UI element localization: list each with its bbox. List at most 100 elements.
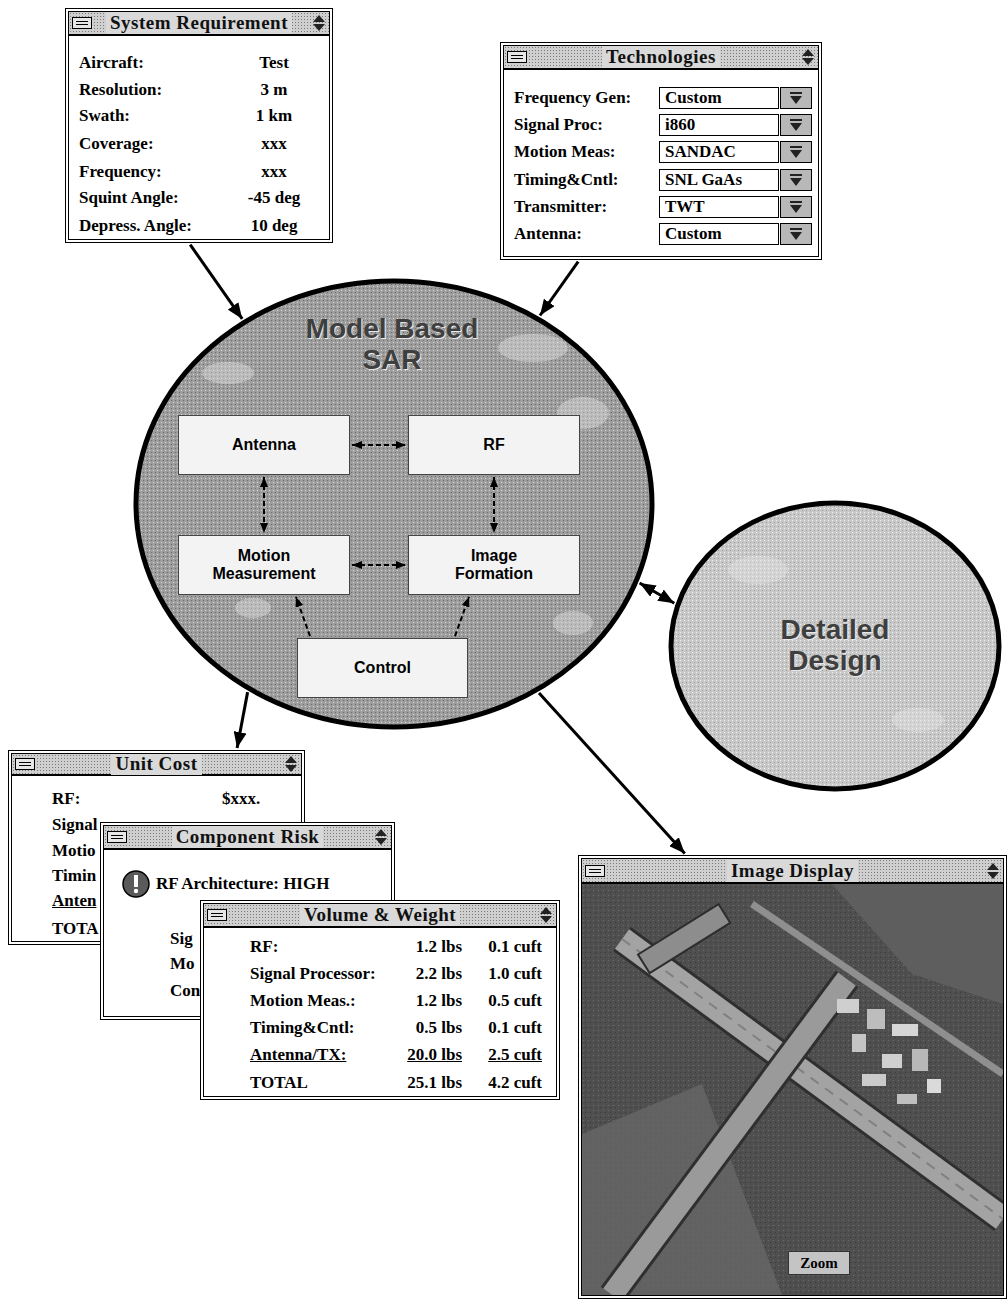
close-bar (589, 869, 601, 873)
field-label: Motion Meas.: (250, 991, 356, 1011)
text-slot: Mo (170, 952, 204, 976)
subsystem-box: Motion Measurement (178, 535, 350, 595)
field-value: 3 m (261, 80, 288, 100)
text-slot: Aircraft: (79, 51, 229, 75)
technologies-window: TechnologiesFrequency Gen:CustomSignal P… (500, 42, 822, 260)
zoom-button: Zoom (800, 1255, 838, 1272)
glyph-bar (790, 92, 802, 94)
text-slot: 10 deg (219, 214, 329, 238)
dropdown-value: SANDAC (665, 142, 736, 162)
field-label: RF: (250, 937, 278, 957)
scroll-icon (539, 906, 553, 924)
field-label: Antenna/TX: (250, 1045, 346, 1065)
warning-stroke (134, 875, 138, 887)
text-slot: Signal Proc: (514, 113, 654, 137)
field-label: Motio (52, 841, 95, 861)
text-slot: Squint Angle: (79, 186, 229, 210)
close-box (72, 17, 92, 29)
circle-border (136, 281, 652, 727)
text-slot: 3 m (219, 78, 329, 102)
risk-message: RF Architecture: HIGH (156, 874, 329, 894)
dropdown-field: SNL GaAs (659, 169, 779, 191)
connector-arrow (640, 583, 675, 603)
dropdown-glyph (781, 142, 811, 162)
text-slot: Detailed Design (735, 596, 935, 696)
scroll-up (375, 829, 387, 836)
dropdown-field: Custom (659, 223, 779, 245)
text-slot: Antenna (179, 416, 349, 474)
field-label: Mo (170, 954, 195, 974)
glyph-arrow (790, 123, 802, 131)
field-label: Frequency Gen: (514, 88, 631, 108)
field-value: xxx (261, 134, 287, 154)
terrain-patch (728, 556, 788, 584)
circle-border (671, 503, 999, 789)
scroll-up (987, 863, 999, 870)
field-label: Timing&Cntl: (514, 170, 619, 190)
text-slot: Frequency Gen: (514, 86, 654, 110)
text-slot: Swath: (79, 104, 229, 128)
circle-label: Model Based SAR (290, 314, 495, 376)
scroll-icon (801, 48, 815, 66)
connector-arrow (190, 245, 242, 319)
field-value: 20.0 lbs (407, 1045, 462, 1065)
glyph-arrow (790, 96, 802, 104)
field-value: 0.5 lbs (416, 1018, 462, 1038)
dropdown-glyph (781, 115, 811, 135)
text-slot: 1.2 lbs (390, 989, 462, 1013)
text-slot: 20.0 lbs (390, 1043, 462, 1067)
text-slot: Frequency: (79, 160, 229, 184)
building (862, 1074, 886, 1086)
text-slot: Resolution: (79, 78, 229, 102)
dropdown-value: Custom (665, 224, 722, 244)
text-slot: Motion Meas: (514, 140, 654, 164)
field-label: TOTA (52, 919, 99, 939)
text-slot: Timing&Cntl: (514, 168, 654, 192)
field-value: 4.2 cuft (488, 1073, 542, 1093)
runway-centerline (622, 939, 1003, 1219)
terrain-patch (498, 334, 568, 362)
text-slot: Transmitter: (514, 195, 654, 219)
text-slot: 0.1 cuft (466, 935, 542, 959)
field-value: $xxx. (222, 789, 260, 809)
scroll-icon (986, 862, 1000, 880)
field-label: TOTAL (250, 1073, 308, 1093)
field-label: Depress. Angle: (79, 216, 192, 236)
text-slot: Con (170, 979, 204, 1003)
field-label: Signal (52, 815, 97, 835)
dropdown-value: i860 (665, 115, 695, 135)
connector-arrow (352, 564, 406, 566)
field-value: -45 deg (248, 188, 300, 208)
text-slot: TOTAL (250, 1071, 400, 1095)
text-slot: Antenna/TX: (250, 1043, 400, 1067)
connector-arrow (352, 444, 406, 446)
model-circle: Model Based SAR Antenna RF Motion Measureme… (133, 278, 655, 730)
glyph-arrow (790, 178, 802, 186)
scroll-down (313, 24, 325, 31)
text-slot: xxx (219, 132, 329, 156)
text-slot: Unit Cost (12, 754, 301, 774)
field-value: 0.1 cuft (488, 1018, 542, 1038)
glyph-bar (790, 174, 802, 176)
dropdown-arrow (780, 169, 812, 191)
text-slot: 2.5 cuft (466, 1043, 542, 1067)
warning-icon (121, 869, 151, 899)
scroll-up (540, 907, 552, 914)
box-label: RF (483, 436, 504, 454)
connector-arrow (263, 477, 265, 533)
field-value: 25.1 lbs (407, 1073, 462, 1093)
field-label: Transmitter: (514, 197, 607, 217)
glyph-arrow (790, 150, 802, 158)
text-slot: Motion Measurement (179, 536, 349, 594)
field-label: Signal Processor: (250, 964, 376, 984)
field-value: 1 km (256, 106, 292, 126)
subsystem-box: Image Formation (408, 535, 580, 595)
field-value: xxx (261, 162, 287, 182)
circle-fill (136, 281, 652, 727)
connector-arrow (455, 597, 469, 636)
text-slot: Image Display (582, 859, 1003, 882)
terrain-patch (235, 598, 271, 618)
close-bar (211, 913, 223, 917)
box-label: Image Formation (438, 547, 550, 583)
